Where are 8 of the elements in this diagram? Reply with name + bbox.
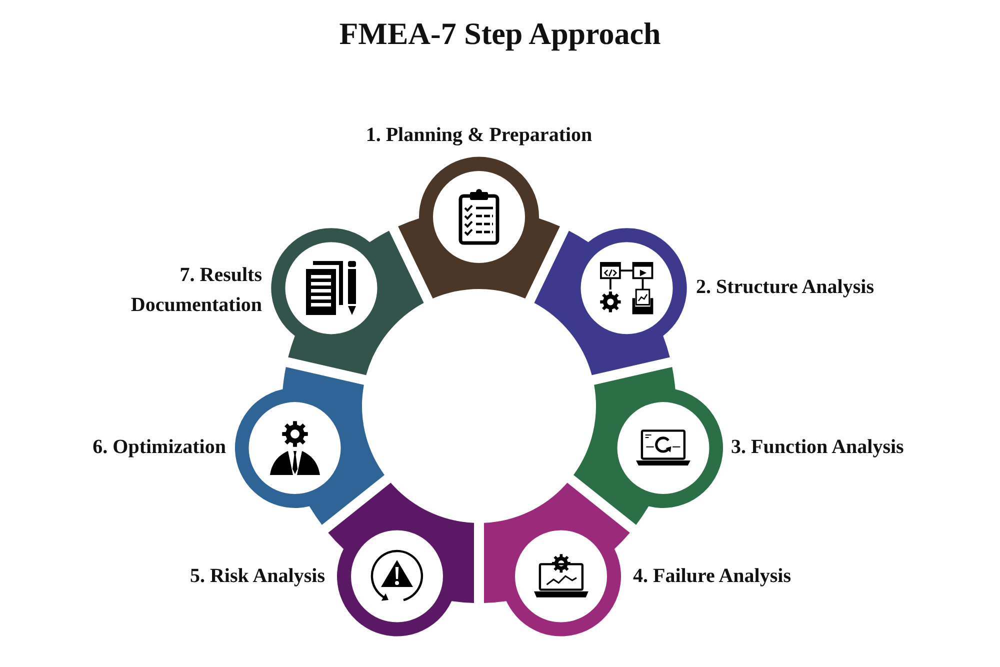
title: FMEA-7 Step Approach [339,15,661,53]
step-label: 1. Planning & Preparation [366,123,592,148]
step-label: 7. Results Documentation [130,263,262,318]
step-label: 6. Optimization [92,435,226,460]
step-label: 5. Risk Analysis [190,564,325,589]
step-label: 3. Function Analysis [731,435,904,460]
step-label: 4. Failure Analysis [633,564,791,589]
step-label: 2. Structure Analysis [696,275,874,300]
